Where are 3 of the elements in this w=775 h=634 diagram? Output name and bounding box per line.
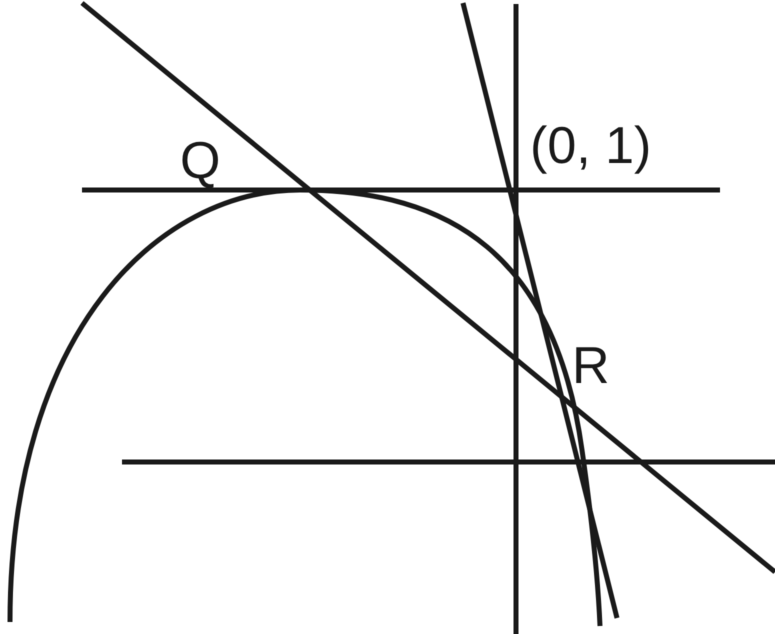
point-label: (0, 1) xyxy=(530,120,652,172)
point-label: R xyxy=(572,340,610,392)
point-label: Q xyxy=(180,135,220,187)
